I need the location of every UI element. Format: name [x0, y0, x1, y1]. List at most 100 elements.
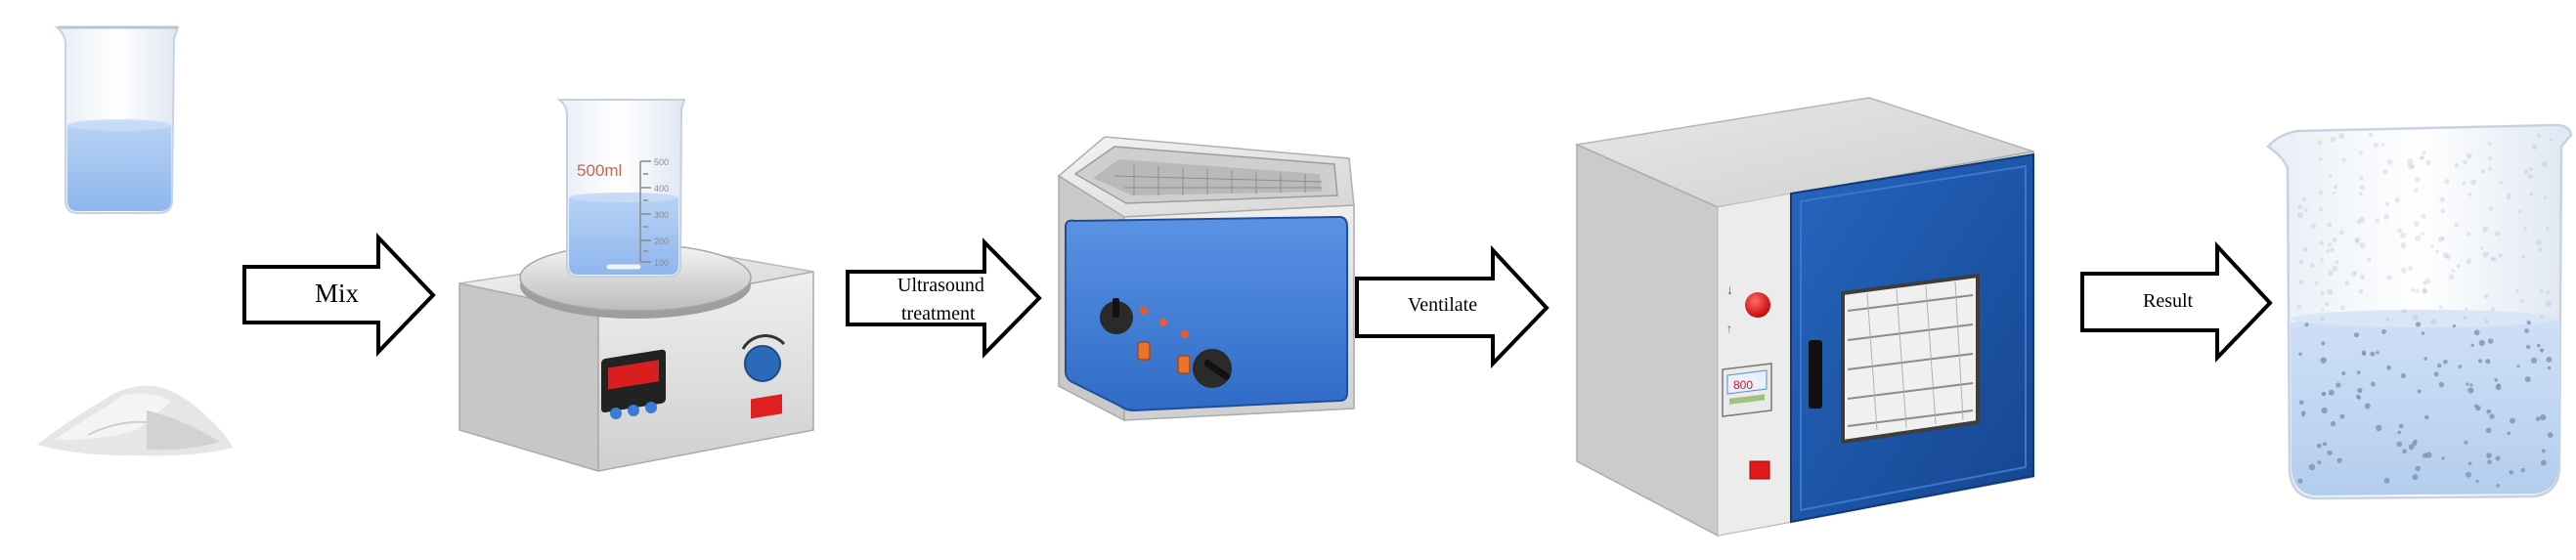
- particle: [2529, 192, 2534, 196]
- particle: [2517, 209, 2522, 214]
- particle: [2489, 206, 2494, 211]
- particle: [2326, 248, 2330, 253]
- oven-display-value: 800: [1733, 378, 1753, 392]
- particle: [2298, 400, 2304, 406]
- particle: [2408, 444, 2415, 451]
- drying-oven-icon: ↓ ↑ 800: [1574, 97, 2034, 538]
- particle: [2327, 242, 2333, 247]
- particle: [2322, 391, 2327, 396]
- particle: [2375, 218, 2380, 224]
- particle: [2547, 432, 2554, 438]
- step-arrow-mix: [242, 232, 436, 357]
- particle: [2454, 222, 2459, 228]
- particle: [2487, 141, 2492, 147]
- particle: [2483, 293, 2489, 299]
- particle: [2383, 214, 2389, 220]
- particle: [2336, 457, 2342, 463]
- beaker-scale-400: 400: [654, 184, 669, 194]
- particle: [2438, 305, 2443, 310]
- particle: [2439, 196, 2446, 203]
- particle: [2323, 442, 2328, 447]
- particle: [2380, 143, 2384, 147]
- particle: [2540, 459, 2547, 466]
- particle: [2327, 222, 2333, 228]
- particle: [2358, 151, 2364, 155]
- particle: [2373, 143, 2379, 149]
- particle: [2296, 305, 2302, 310]
- beaker-scale-100: 100: [654, 258, 669, 268]
- particle: [2486, 452, 2492, 458]
- particle: [2298, 352, 2302, 357]
- particle: [2415, 235, 2422, 241]
- particle: [2362, 352, 2366, 357]
- particle: [2360, 185, 2365, 191]
- particle: [2550, 138, 2554, 142]
- particle: [2422, 151, 2426, 155]
- particle: [2423, 357, 2428, 361]
- particle: [2530, 357, 2538, 364]
- particle: [2538, 247, 2543, 252]
- particle: [2329, 174, 2333, 179]
- particle: [2421, 232, 2424, 236]
- particle: [2470, 179, 2477, 186]
- beaker-scale-500: 500: [654, 157, 669, 167]
- particle: [2330, 247, 2335, 253]
- particle: [2524, 169, 2529, 175]
- particle: [2354, 238, 2360, 244]
- particle: [2396, 441, 2403, 448]
- particle: [2539, 289, 2544, 293]
- particle: [2336, 382, 2341, 388]
- particle: [2400, 233, 2406, 238]
- particle: [2441, 236, 2445, 240]
- particle: [2324, 301, 2330, 307]
- particle: [2411, 164, 2415, 169]
- particle: [2332, 237, 2337, 243]
- particle: [2454, 163, 2460, 168]
- particle: [2402, 449, 2408, 454]
- particle: [2411, 288, 2416, 292]
- particle: [2332, 265, 2338, 272]
- particle: [2358, 289, 2364, 294]
- particle: [2423, 280, 2427, 285]
- particle: [2463, 159, 2468, 165]
- particle: [2425, 452, 2432, 458]
- particle: [2524, 376, 2531, 383]
- particle: [2490, 307, 2495, 312]
- particle: [2433, 371, 2439, 377]
- particle: [2360, 275, 2366, 280]
- particle: [2462, 181, 2467, 186]
- particle: [2368, 132, 2374, 138]
- particle: [2386, 158, 2393, 165]
- particle: [2451, 269, 2456, 273]
- particle: [2297, 204, 2303, 210]
- particle: [2444, 179, 2450, 185]
- particle: [2467, 232, 2471, 237]
- particle: [2520, 468, 2525, 473]
- particle: [2301, 413, 2305, 417]
- particle: [2546, 227, 2550, 231]
- particle: [2400, 242, 2407, 249]
- particle: [2464, 440, 2468, 445]
- particle: [2527, 173, 2533, 180]
- particle: [2540, 414, 2547, 421]
- particle: [2546, 290, 2551, 295]
- particle: [2385, 201, 2390, 207]
- particle: [2487, 459, 2492, 465]
- particle: [2456, 264, 2461, 269]
- particle: [2376, 351, 2380, 355]
- particle: [2386, 275, 2392, 280]
- particle: [2400, 372, 2406, 379]
- particle: [2475, 479, 2479, 483]
- particle: [2376, 424, 2382, 432]
- step-label-mix: Mix: [315, 279, 360, 308]
- particle: [2318, 190, 2324, 195]
- particle: [2442, 252, 2449, 259]
- particle: [2542, 161, 2548, 167]
- particle: [2526, 344, 2531, 350]
- particle: [2332, 192, 2336, 195]
- particle: [2516, 365, 2520, 368]
- particle: [2438, 381, 2445, 388]
- particle: [2487, 338, 2494, 344]
